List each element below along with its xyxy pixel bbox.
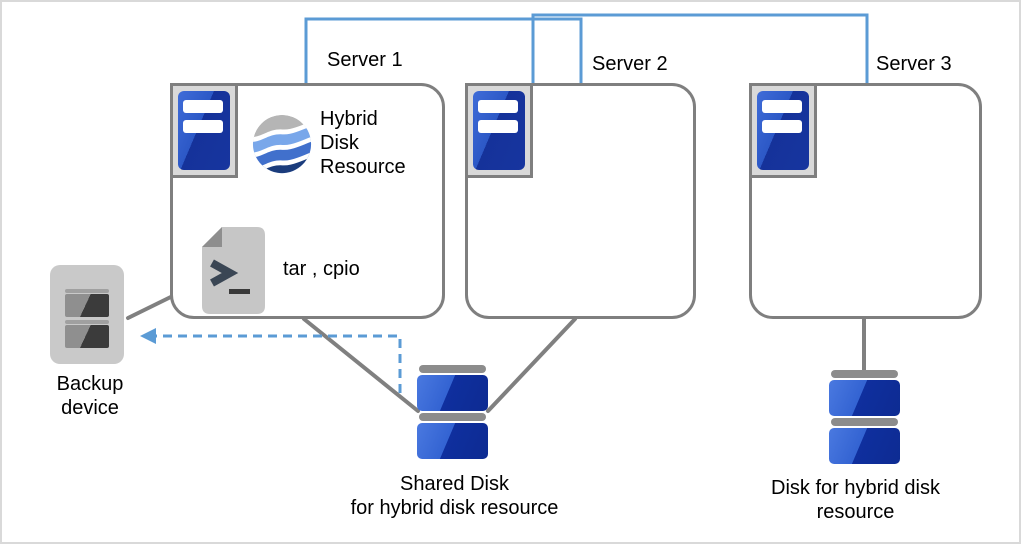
cartridge-body (65, 325, 109, 348)
cartridge-edge (65, 289, 109, 293)
tape-backup-icon (50, 265, 124, 364)
disk-cap (419, 413, 486, 421)
server-tower-icon (465, 83, 533, 178)
disk-platter (417, 375, 488, 411)
hybrid-disk-label: Disk for hybrid disk resource (771, 477, 940, 523)
server-icon-body (757, 91, 809, 170)
disk-platter (417, 423, 488, 459)
server3-label: Server 3 (876, 53, 952, 75)
backup-device-label: Backup device (56, 373, 124, 419)
server-icon-slot (183, 120, 223, 133)
server1-label: Server 1 (327, 49, 403, 71)
server-icon-slot (762, 120, 802, 133)
server2-shared-disk-line (486, 317, 577, 413)
server1-shared-disk-line (302, 317, 420, 413)
server-tower-icon (170, 83, 238, 178)
server-icon-slot (478, 100, 518, 113)
disk-cap (419, 365, 486, 373)
server-icon-body (473, 91, 525, 170)
disk-platter (829, 380, 900, 416)
cartridge-body (65, 294, 109, 317)
backup-tools-label: tar , cpio (283, 258, 360, 280)
backup-flow-dashed-arrow (145, 334, 402, 393)
hybrid-disk-resource-label: Hybrid Disk Resource (320, 108, 406, 178)
shared-disk-label: Shared Disk for hybrid disk resource (350, 473, 559, 519)
server-icon-slot (762, 100, 802, 113)
shell-file-icon (202, 227, 265, 314)
interconnect-line-server2-server3 (531, 13, 869, 84)
disk-cap (831, 370, 898, 378)
shared-disk-icon (417, 365, 488, 461)
tape-cartridges (65, 289, 109, 351)
interconnect-line-server1-server2 (304, 17, 583, 84)
server-icon-body (178, 91, 230, 170)
hybrid-disk-icon (829, 370, 900, 466)
cartridge-edge (65, 320, 109, 324)
server-icon-slot (183, 100, 223, 113)
disk-platter (829, 428, 900, 464)
disk-cap (831, 418, 898, 426)
server-tower-icon (749, 83, 817, 178)
server2-label: Server 2 (592, 53, 668, 75)
hybrid-disk-sphere-icon (252, 114, 312, 174)
server-icon-slot (478, 120, 518, 133)
backup-flow-arrowhead (140, 328, 156, 344)
